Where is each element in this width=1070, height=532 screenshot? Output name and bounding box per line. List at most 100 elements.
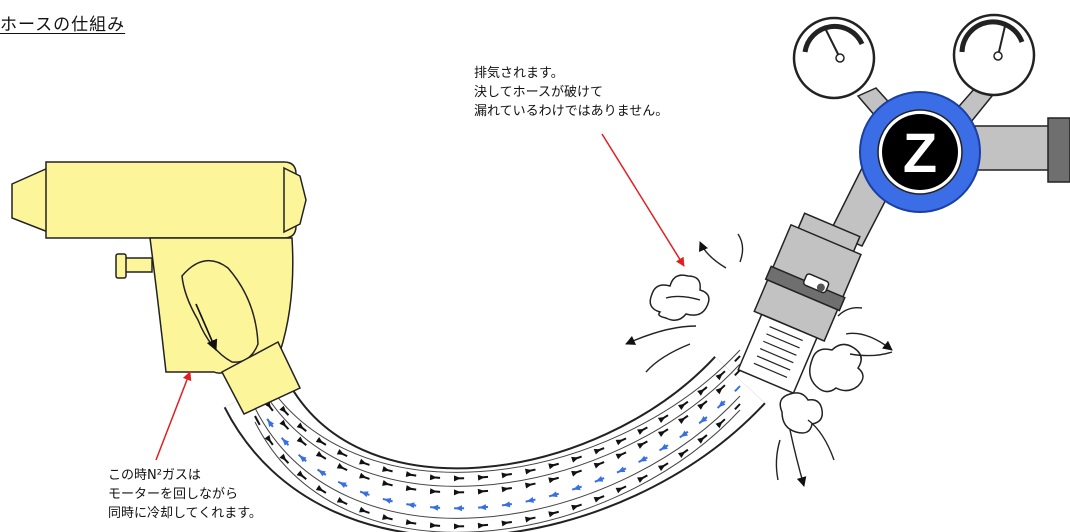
flow-arrowhead bbox=[407, 502, 415, 509]
flow-arrowhead bbox=[637, 428, 645, 435]
cooling-note-line-1: この時N²ガスは bbox=[108, 468, 201, 483]
flow-arrowhead bbox=[502, 501, 511, 508]
flow-arrowhead bbox=[382, 466, 390, 472]
flow-arrowhead bbox=[382, 480, 390, 486]
flow-arrowhead bbox=[336, 449, 345, 455]
flow-arrowhead bbox=[548, 463, 556, 470]
flow-arrowhead bbox=[279, 453, 287, 461]
flow-arrowhead bbox=[383, 497, 392, 504]
hose bbox=[223, 349, 766, 532]
flow-arrowhead bbox=[336, 497, 345, 503]
flow-arrowhead bbox=[279, 419, 287, 427]
exhaust-note: 排気されます。 決してホースが破けて 漏れているわけではありません。 bbox=[474, 64, 668, 121]
flow-arrowhead bbox=[477, 474, 485, 481]
flow-arrowhead bbox=[550, 491, 558, 498]
diagram-title: ホースの仕組み bbox=[0, 15, 126, 35]
flow-arrowhead bbox=[429, 488, 438, 495]
flow-arrowhead bbox=[699, 416, 708, 423]
outlet-fitting bbox=[1047, 117, 1070, 183]
pressure-gauge-right-icon bbox=[952, 13, 1036, 97]
flow-arrowhead bbox=[657, 430, 666, 438]
flow-arrowhead bbox=[524, 468, 533, 475]
flow-arrowhead bbox=[615, 439, 624, 446]
flow-arrowhead bbox=[318, 470, 326, 477]
flow-arrowhead bbox=[678, 451, 686, 459]
flow-arrowhead bbox=[617, 466, 626, 473]
exhaust-puff-left-icon bbox=[649, 274, 710, 321]
flow-arrowhead bbox=[657, 416, 666, 424]
flow-arrowhead bbox=[501, 472, 509, 479]
flow-arrowhead bbox=[637, 476, 645, 483]
flow-arrowhead bbox=[593, 496, 602, 503]
pressure-gauge-left-icon bbox=[792, 16, 876, 100]
flow-arrowhead bbox=[526, 497, 535, 503]
exhaust-lines bbox=[625, 233, 893, 487]
flow-arrowhead bbox=[455, 505, 463, 512]
flow-arrowhead bbox=[715, 387, 723, 395]
exhaust-pointer-arrow bbox=[601, 133, 685, 267]
regulator: Z bbox=[792, 13, 1070, 247]
flow-arrowhead bbox=[429, 474, 438, 481]
exhaust-puff-right-icon bbox=[809, 343, 864, 393]
flow-arrowhead bbox=[479, 504, 487, 511]
exhaust-note-line-3: 漏れているわけではありません。 bbox=[474, 104, 669, 119]
flow-arrowhead bbox=[299, 455, 307, 463]
flow-arrowhead bbox=[315, 437, 324, 444]
regulator-z-label: Z bbox=[903, 121, 937, 184]
flow-arrowhead bbox=[524, 516, 533, 523]
flow-arrowhead bbox=[405, 519, 414, 526]
cooling-pointer-arrow bbox=[155, 371, 192, 461]
flow-arrowhead bbox=[453, 523, 461, 530]
flow-arrowhead bbox=[697, 437, 705, 444]
flow-arrowhead bbox=[431, 504, 439, 511]
flow-arrowhead bbox=[657, 464, 666, 472]
flow-arrowhead bbox=[501, 486, 509, 493]
flow-arrowhead bbox=[571, 504, 579, 511]
flow-arrowhead bbox=[405, 485, 414, 492]
flow-arrowhead bbox=[571, 470, 579, 477]
flow-arrowhead bbox=[264, 435, 272, 443]
flow-arrowhead bbox=[548, 511, 556, 518]
tool-nozzle bbox=[11, 166, 49, 234]
cooling-note-line-3: 同時に冷却してくれます。 bbox=[108, 506, 262, 521]
flow-arrowhead bbox=[573, 484, 581, 491]
regulator-z-badge: Z bbox=[859, 91, 981, 213]
flow-arrowhead bbox=[282, 438, 290, 446]
flow-arrowhead bbox=[339, 482, 347, 488]
flow-arrowhead bbox=[359, 472, 367, 479]
outlet-pipe bbox=[974, 125, 1056, 171]
flow-arrowhead bbox=[593, 462, 602, 469]
flow-arrowhead bbox=[296, 470, 304, 478]
flow-arrowhead bbox=[477, 522, 485, 529]
exhaust-note-line-1: 排気されます。 bbox=[474, 66, 564, 81]
flow-arrowhead bbox=[453, 489, 461, 496]
flow-arrowhead bbox=[279, 405, 287, 413]
exhaust-note-line-2: 決してホースが破けて bbox=[474, 85, 603, 100]
flow-arrowhead bbox=[593, 448, 602, 455]
flow-arrowhead bbox=[382, 514, 390, 520]
flow-arrowhead bbox=[715, 373, 723, 381]
hose-collar bbox=[220, 340, 302, 415]
flow-arrowhead bbox=[315, 451, 324, 458]
flow-arrowhead bbox=[615, 453, 624, 460]
flow-arrowhead bbox=[477, 488, 485, 495]
flow-arrowhead bbox=[595, 476, 604, 482]
flow-arrowhead bbox=[715, 421, 723, 429]
flow-arrowhead bbox=[501, 520, 509, 527]
flow-arrowhead bbox=[524, 482, 533, 489]
flow-arrowhead bbox=[680, 430, 688, 438]
flow-arrowhead bbox=[405, 471, 414, 478]
flow-arrowhead bbox=[359, 458, 367, 465]
flow-arrowhead bbox=[296, 436, 304, 444]
flow-arrowhead bbox=[660, 443, 668, 450]
flow-arrowhead bbox=[359, 506, 367, 513]
flow-arrowhead bbox=[615, 487, 624, 494]
flow-arrowhead bbox=[360, 491, 369, 498]
flow-arrowhead bbox=[296, 422, 304, 430]
handpiece-tool bbox=[11, 161, 307, 415]
cooling-note-line-2: モーターを回しながら bbox=[108, 487, 239, 502]
flow-arrowhead bbox=[637, 442, 645, 449]
flow-arrowhead bbox=[453, 475, 461, 482]
flow-arrowhead bbox=[267, 419, 275, 427]
